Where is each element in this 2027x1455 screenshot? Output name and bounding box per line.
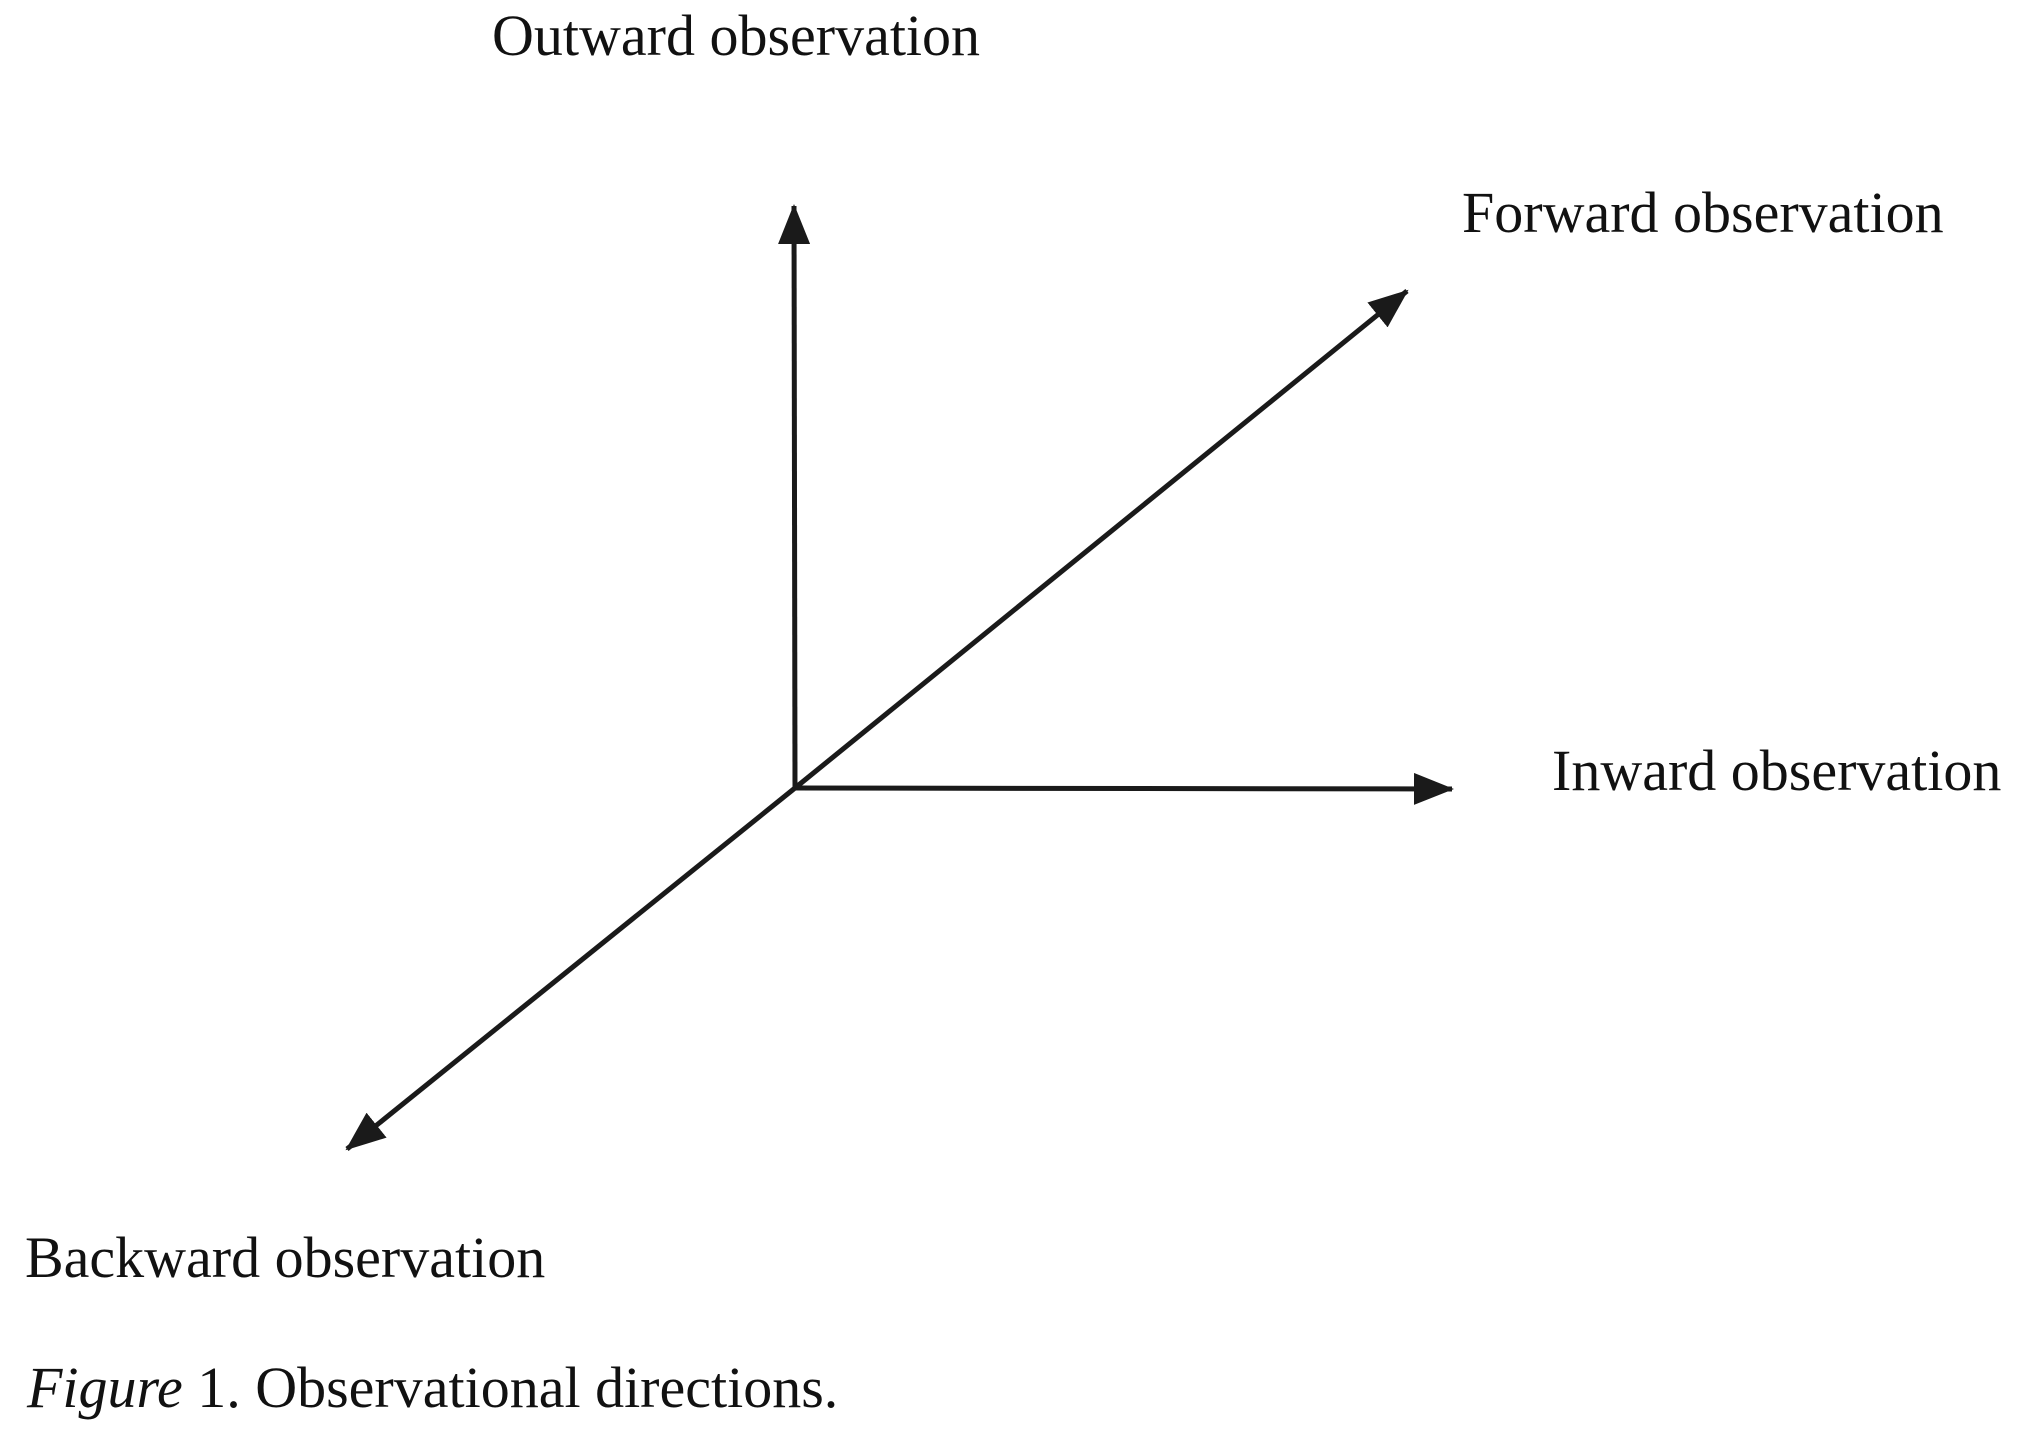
forward-axis-arrow: [793, 289, 1409, 790]
label-backward-observation: Backward observation: [25, 1225, 546, 1290]
caption-figure-word: Figure: [27, 1355, 183, 1420]
label-outward-observation: Outward observation: [492, 3, 981, 68]
outward-axis-arrow: [778, 204, 811, 789]
label-inward-observation: Inward observation: [1552, 738, 2002, 803]
inward-axis-arrow: [794, 772, 1454, 805]
backward-axis-arrow: [345, 786, 797, 1151]
label-forward-observation: Forward observation: [1462, 180, 1944, 245]
caption-text: 1. Observational directions.: [197, 1355, 839, 1420]
figure-caption: Figure 1. Observational directions.: [27, 1355, 838, 1422]
